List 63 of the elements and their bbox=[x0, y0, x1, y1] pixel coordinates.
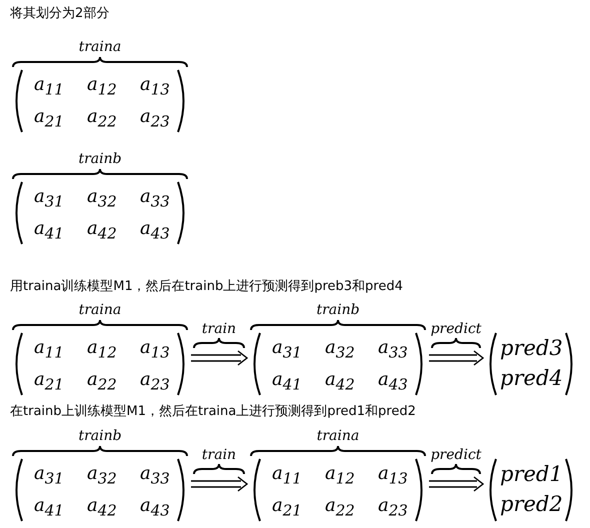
matrix-entry: a$_{31}$ bbox=[34, 186, 64, 213]
matrix-entry: a$_{21}$ bbox=[34, 369, 64, 396]
matrix-entry: a$_{32}$ bbox=[87, 186, 117, 213]
matrix-entry: a$_{43}$ bbox=[140, 495, 170, 522]
matrix bbox=[10, 427, 190, 523]
matrix bbox=[10, 301, 190, 397]
matrix-label: trainb bbox=[315, 301, 361, 319]
matrix-entry: a$_{23}$ bbox=[140, 106, 170, 133]
matrix bbox=[248, 301, 428, 397]
matrix-entry: a$_{41}$ bbox=[34, 495, 64, 522]
matrix-entry: a$_{42}$ bbox=[87, 218, 117, 245]
double-arrow bbox=[190, 463, 248, 492]
matrix-entry: a$_{41}$ bbox=[272, 369, 302, 396]
matrix-entry: a$_{13}$ bbox=[378, 463, 408, 490]
double-arrow bbox=[428, 463, 484, 492]
matrix-entry: a$_{33}$ bbox=[140, 463, 170, 490]
edge-label: train bbox=[200, 447, 238, 463]
matrix-entry: a$_{32}$ bbox=[87, 463, 117, 490]
vector-entry: pred3 bbox=[500, 335, 563, 361]
matrix-entry: a$_{21}$ bbox=[34, 106, 64, 133]
matrix-entry: a$_{43}$ bbox=[378, 369, 408, 396]
matrix-entry: a$_{33}$ bbox=[140, 186, 170, 213]
vector-entry: pred4 bbox=[500, 365, 563, 391]
matrix bbox=[248, 427, 428, 523]
double-arrow bbox=[190, 337, 248, 366]
matrix-label: trainb bbox=[77, 427, 123, 445]
matrix-entry: a$_{43}$ bbox=[140, 218, 170, 245]
vector-entry: pred2 bbox=[500, 491, 563, 517]
matrix-entry: a$_{11}$ bbox=[34, 74, 64, 101]
matrix-label: traina bbox=[316, 427, 360, 445]
matrix-entry: a$_{13}$ bbox=[140, 74, 170, 101]
matrix-label: traina bbox=[78, 38, 122, 56]
matrix bbox=[10, 150, 190, 246]
vector-entry: pred1 bbox=[500, 461, 563, 487]
matrix-entry: a$_{23}$ bbox=[378, 495, 408, 522]
double-arrow bbox=[428, 337, 484, 366]
matrix-entry: a$_{33}$ bbox=[378, 337, 408, 364]
edge-label: predict bbox=[430, 321, 482, 337]
matrix-entry: a$_{12}$ bbox=[87, 74, 117, 101]
sentence: 在trainb上训练模型M1，然后在traina上进行预测得到pred1和pred2 bbox=[10, 404, 416, 420]
matrix-entry: a$_{11}$ bbox=[34, 337, 64, 364]
matrix bbox=[10, 38, 190, 134]
matrix-entry: a$_{13}$ bbox=[140, 337, 170, 364]
matrix-entry: a$_{23}$ bbox=[140, 369, 170, 396]
matrix-entry: a$_{22}$ bbox=[325, 495, 355, 522]
edge-label: predict bbox=[430, 447, 482, 463]
sentence: 用traina训练模型M1，然后在trainb上进行预测得到preb3和pred4 bbox=[10, 279, 403, 295]
matrix-label: traina bbox=[78, 301, 122, 319]
matrix-entry: a$_{42}$ bbox=[87, 495, 117, 522]
matrix-entry: a$_{41}$ bbox=[34, 218, 64, 245]
matrix-entry: a$_{12}$ bbox=[87, 337, 117, 364]
matrix-entry: a$_{31}$ bbox=[34, 463, 64, 490]
matrix-entry: a$_{12}$ bbox=[325, 463, 355, 490]
matrix-entry: a$_{22}$ bbox=[87, 106, 117, 133]
matrix-entry: a$_{22}$ bbox=[87, 369, 117, 396]
matrix-entry: a$_{42}$ bbox=[325, 369, 355, 396]
edge-label: train bbox=[200, 321, 238, 337]
matrix-label: trainb bbox=[77, 150, 123, 168]
matrix-entry: a$_{32}$ bbox=[325, 337, 355, 364]
matrix-entry: a$_{31}$ bbox=[272, 337, 302, 364]
sentence: 将其划分为2部分 bbox=[10, 6, 110, 22]
matrix-entry: a$_{11}$ bbox=[272, 463, 302, 490]
matrix-entry: a$_{21}$ bbox=[272, 495, 302, 522]
